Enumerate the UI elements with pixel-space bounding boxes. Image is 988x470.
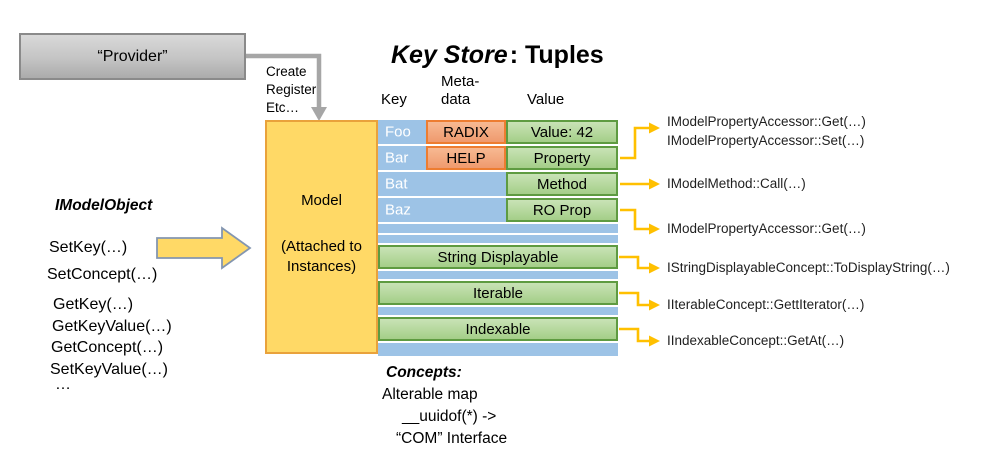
spacer-row <box>378 235 618 243</box>
table-row: Bat Method <box>378 172 618 196</box>
provider-box: “Provider” <box>19 33 246 80</box>
imodelobject-block-arrow <box>156 226 252 270</box>
key-cell: Baz <box>385 201 411 219</box>
connector-ro-prop-arrowhead <box>649 223 660 235</box>
column-header-metadata-line: Meta- <box>441 73 480 90</box>
value-cell: Property <box>506 146 618 170</box>
concept-bar: String Displayable <box>378 245 618 269</box>
connector-ro-prop <box>620 208 649 231</box>
slide-title: Key Store: Tuples <box>391 41 604 70</box>
column-header-metadata-line: data <box>441 91 471 108</box>
spacer-row <box>378 271 618 279</box>
table-row: Baz RO Prop <box>378 198 618 222</box>
value-cell: RO Prop <box>506 198 618 222</box>
slide-title-rest: : Tuples <box>509 41 604 69</box>
caption-line: Create <box>266 64 307 79</box>
api-annotation: IModelPropertyAccessor::Set(…) <box>667 133 865 148</box>
connector-indexable-arrowhead <box>649 335 660 347</box>
api-annotation: IIndexableConcept::GetAt(…) <box>667 333 845 348</box>
api-annotation: IIterableConcept::GettIterator(…) <box>667 297 865 312</box>
method-list-item: GetKey(…) <box>53 296 134 313</box>
provider-arrow-caption: Create Register Etc… <box>266 63 316 117</box>
concepts-line: Alterable map <box>382 386 478 403</box>
key-cell: Bat <box>385 175 408 193</box>
method-list-item: SetKeyValue(…) <box>50 361 168 378</box>
model-box-title: Model <box>301 192 342 209</box>
key-store-table: Foo RADIX Value: 42 Bar HELP Property Ba… <box>378 120 618 356</box>
table-row: Bar HELP Property <box>378 146 618 170</box>
value-cell: Method <box>506 172 618 196</box>
method-list-item: … <box>55 376 71 393</box>
spacer-row <box>378 307 618 315</box>
key-cell: Foo <box>385 123 411 141</box>
provider-label: “Provider” <box>97 47 168 65</box>
concept-bar: Iterable <box>378 281 618 305</box>
api-annotation: IModelMethod::Call(…) <box>667 176 806 191</box>
api-annotation-group: IModelPropertyAccessor::Get(…) IModelPro… <box>667 112 866 150</box>
spacer-row <box>378 224 618 233</box>
connector-iterable-arrowhead <box>649 299 660 311</box>
connector-method-arrowhead <box>649 178 660 190</box>
concept-bar: Indexable <box>378 317 618 341</box>
column-header-key: Key <box>381 91 407 108</box>
connector-property <box>620 126 649 160</box>
model-box-subtitle: (Attached to Instances) <box>267 237 376 277</box>
model-box: Model (Attached to Instances) <box>265 120 378 354</box>
caption-line: Etc… <box>266 100 300 115</box>
column-header-value: Value <box>527 91 565 108</box>
value-cell: Value: 42 <box>506 120 618 144</box>
concepts-heading: Concepts: <box>386 364 462 381</box>
method-list-item: GetConcept(…) <box>51 339 164 356</box>
concepts-line: “COM” Interface <box>396 430 508 447</box>
connector-property-arrowhead <box>649 122 660 134</box>
imodelobject-heading: IModelObject <box>55 197 153 214</box>
column-header-metadata: Meta- data <box>441 73 479 109</box>
slide-title-emphasis: Key Store <box>391 41 508 69</box>
spacer-row <box>378 343 618 356</box>
connector-indexable <box>619 327 649 343</box>
api-annotation: IModelPropertyAccessor::Get(…) <box>667 114 866 129</box>
key-cell: Bar <box>385 149 409 167</box>
method-list-item: GetKeyValue(…) <box>52 318 172 335</box>
connector-string-displayable-arrowhead <box>649 262 660 274</box>
model-box-subtitle-line: Instances) <box>286 258 357 275</box>
caption-line: Register <box>266 82 317 97</box>
api-annotation: IModelPropertyAccessor::Get(…) <box>667 221 866 236</box>
method-list-item: SetConcept(…) <box>47 266 158 283</box>
table-row: Foo RADIX Value: 42 <box>378 120 618 144</box>
concepts-line: __uuidof(*) -> <box>402 408 497 425</box>
metadata-cell: HELP <box>426 146 506 170</box>
connector-iterable <box>619 291 649 307</box>
method-list-item: SetKey(…) <box>49 239 128 256</box>
api-annotation: IStringDisplayableConcept::ToDisplayStri… <box>667 260 950 275</box>
metadata-cell: RADIX <box>426 120 506 144</box>
connector-string-displayable <box>619 255 649 270</box>
model-box-subtitle-line: (Attached to <box>281 238 362 255</box>
